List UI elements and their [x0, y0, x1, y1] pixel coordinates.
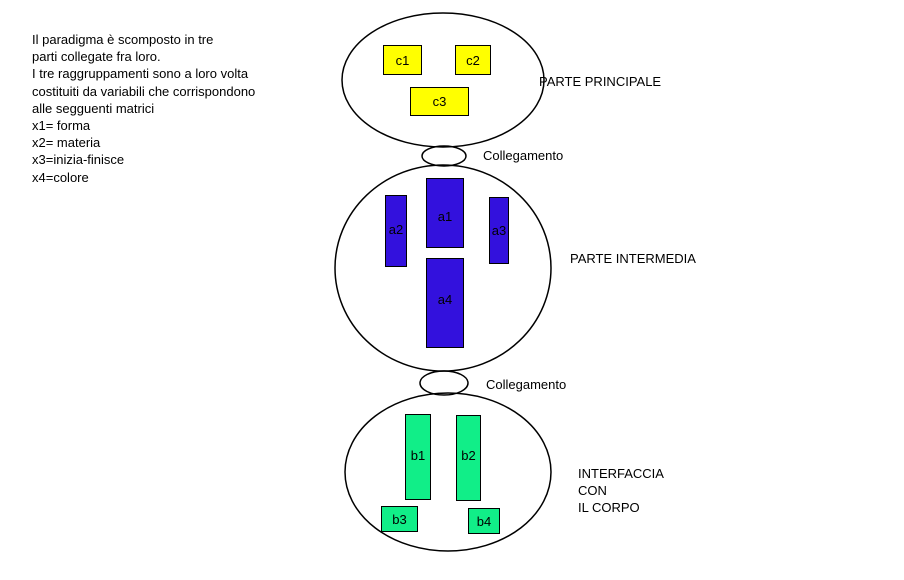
block-a1-label: a1 [437, 209, 453, 224]
link-top-ellipse [421, 145, 467, 167]
block-b2-label: b2 [461, 448, 476, 463]
description-line: costituiti da variabili che corrispondon… [32, 83, 256, 99]
link-bottom-ellipse [419, 370, 469, 396]
block-b4-label: b4 [476, 513, 492, 529]
description-line: x3=inizia-finisce [32, 152, 125, 168]
block-a2: a2 [385, 195, 407, 267]
block-a4-label: a4 [437, 292, 453, 307]
block-c2-label: c2 [466, 52, 480, 68]
description-line: x2= materia [32, 135, 101, 151]
block-b4: b4 [468, 508, 500, 534]
block-c1-label: c1 [395, 52, 410, 68]
intermedia-label: PARTE INTERMEDIA [570, 251, 696, 266]
principale-ellipse [341, 12, 545, 148]
block-b1: b1 [405, 414, 431, 500]
block-b2: b2 [456, 415, 481, 501]
block-a1: a1 [426, 178, 464, 248]
block-a2-label: a2 [388, 222, 404, 237]
block-b1-label: b1 [410, 448, 426, 463]
description-line: alle segguenti matrici [32, 100, 155, 116]
block-b3-label: b3 [392, 511, 407, 527]
link-bottom-label: Collegamento [486, 377, 567, 392]
description-text: Il paradigma è scomposto in tre parti co… [32, 31, 255, 186]
block-a3: a3 [489, 197, 509, 264]
principale-label: PARTE PRINCIPALE [539, 74, 662, 89]
description-line: parti collegate fra loro. [32, 49, 161, 65]
description-line: x1= forma [32, 118, 91, 134]
block-a3-label: a3 [491, 223, 507, 238]
interfaccia-label: INTERFACCIA CON IL CORPO [578, 466, 664, 515]
link-top-label: Collegamento [483, 148, 564, 163]
block-c3: c3 [410, 87, 469, 116]
description-line: x4=colore [32, 169, 89, 185]
interfaccia-ellipse [344, 392, 552, 552]
block-c1: c1 [383, 45, 422, 75]
block-c3-label: c3 [432, 94, 447, 109]
block-c2: c2 [455, 45, 491, 75]
description-line: I tre raggruppamenti sono a loro volta [32, 66, 249, 82]
block-b3: b3 [381, 506, 418, 532]
block-a4: a4 [426, 258, 464, 348]
description-line: Il paradigma è scomposto in tre [32, 32, 214, 47]
